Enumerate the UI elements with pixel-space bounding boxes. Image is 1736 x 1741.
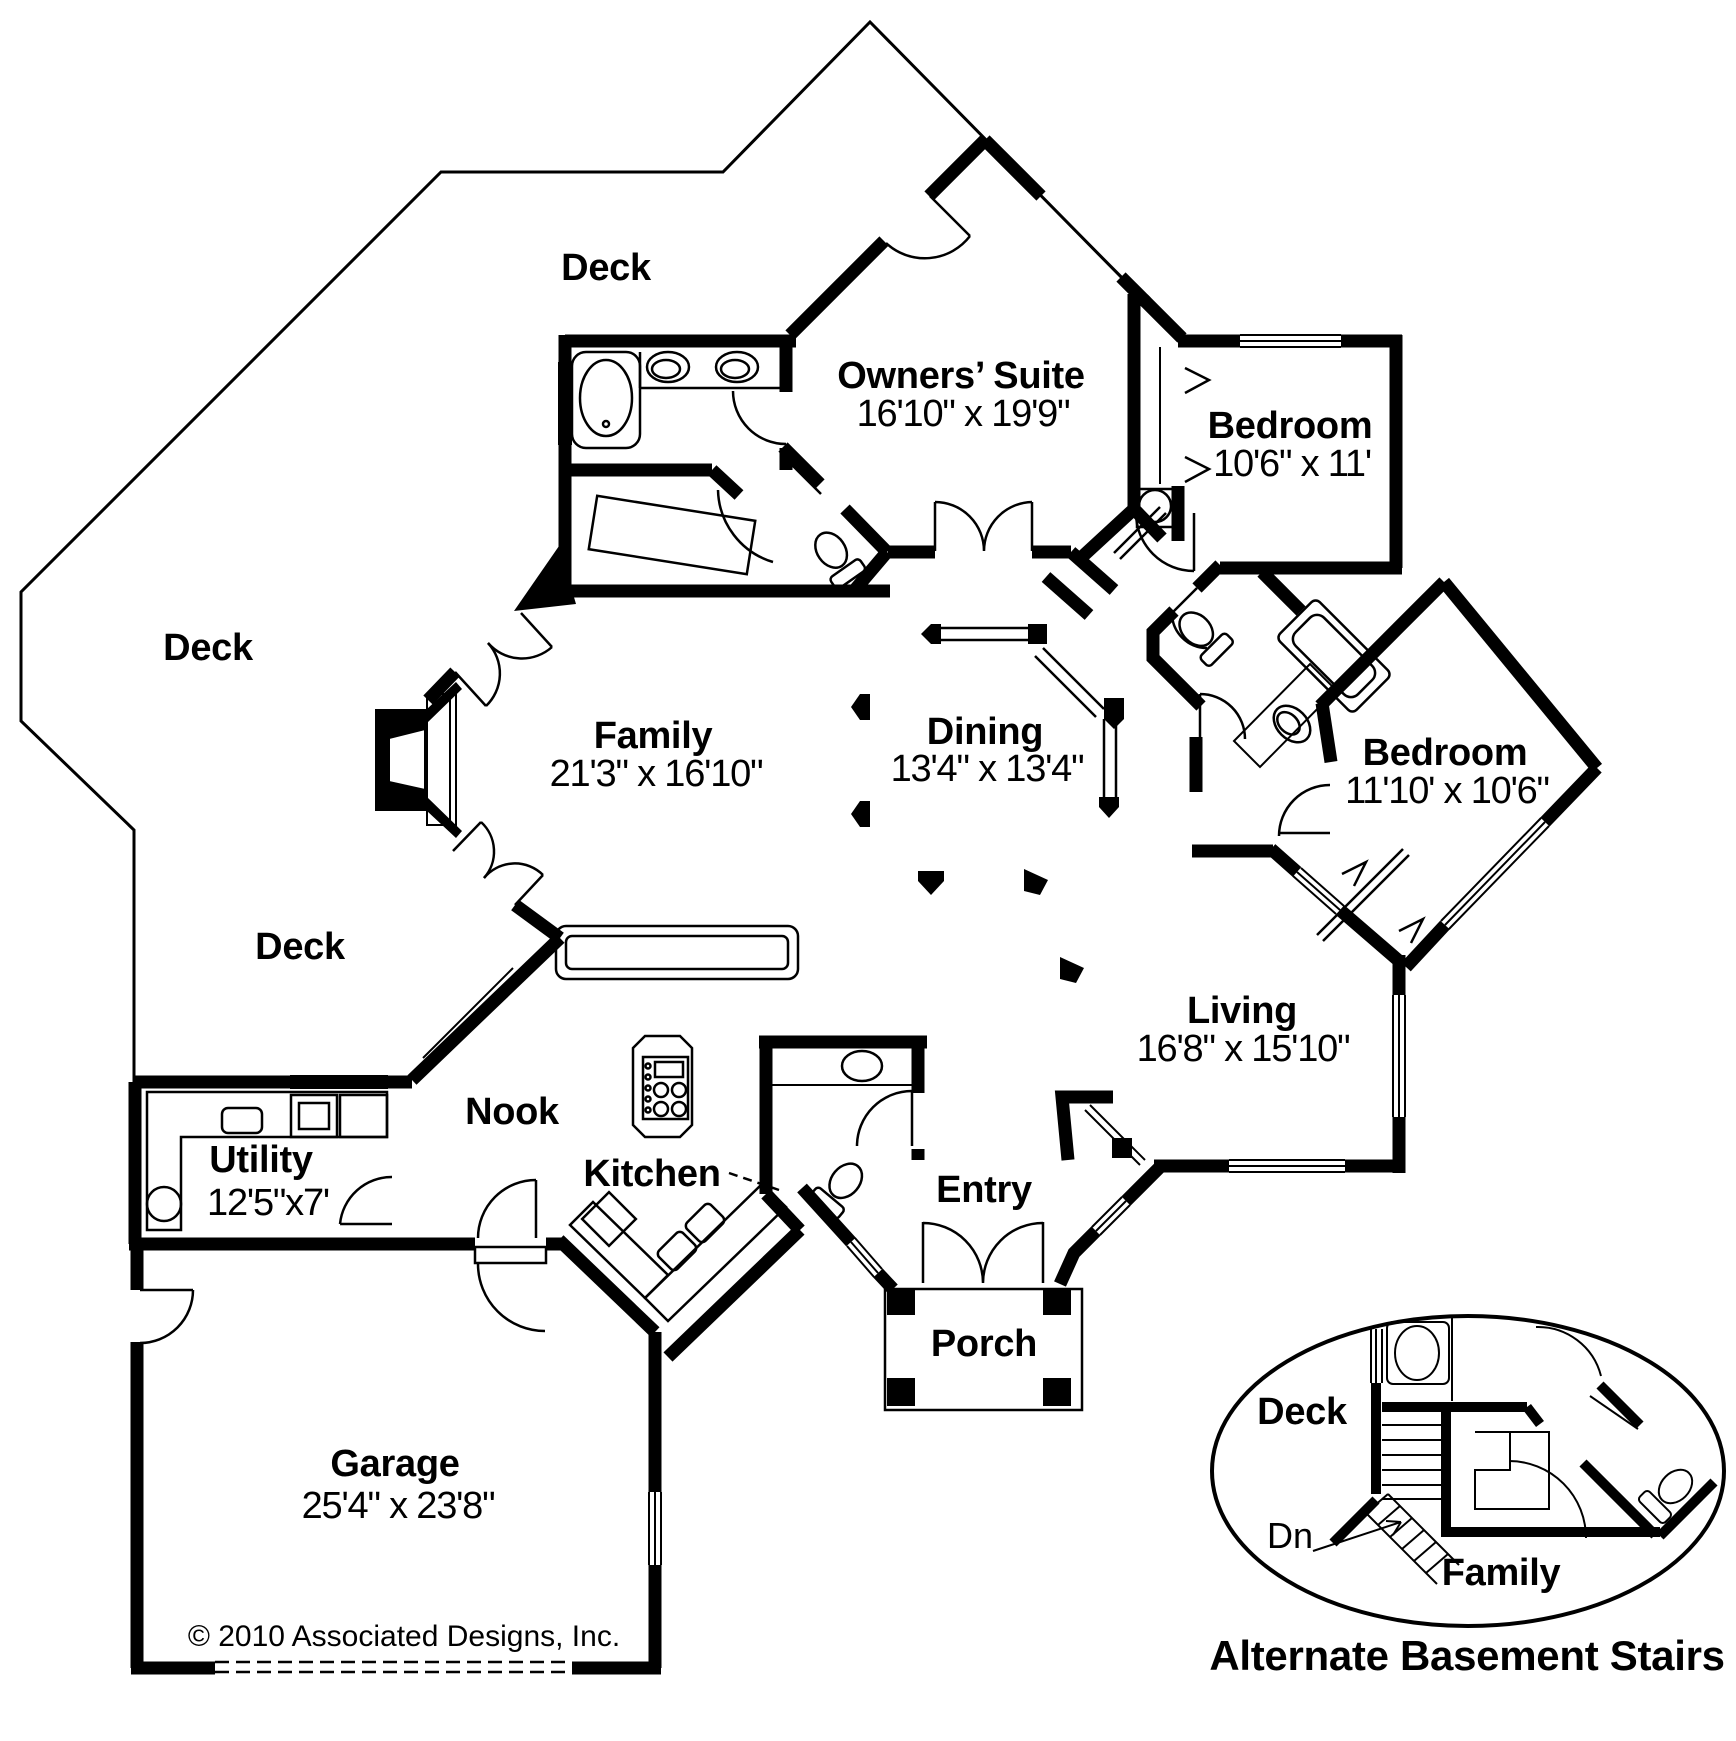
svg-text:Alternate Basement Stairs: Alternate Basement Stairs [1209, 1632, 1724, 1679]
svg-text:Deck: Deck [561, 247, 652, 289]
svg-text:21'3" x 16'10": 21'3" x 16'10" [550, 753, 763, 795]
svg-text:12'5"x7': 12'5"x7' [207, 1182, 329, 1224]
svg-text:Family: Family [1442, 1552, 1561, 1594]
svg-text:Deck: Deck [163, 627, 254, 669]
svg-text:© 2010 Associated Designs, Inc: © 2010 Associated Designs, Inc. [188, 1620, 620, 1653]
svg-text:Deck: Deck [1257, 1391, 1348, 1433]
svg-text:Bedroom: Bedroom [1363, 732, 1528, 774]
svg-text:10'6" x 11': 10'6" x 11' [1213, 443, 1371, 485]
svg-text:16'10" x 19'9": 16'10" x 19'9" [857, 393, 1070, 435]
svg-text:25'4" x 23'8": 25'4" x 23'8" [302, 1485, 495, 1527]
svg-text:Deck: Deck [255, 926, 346, 968]
svg-text:16'8" x 15'10": 16'8" x 15'10" [1137, 1028, 1350, 1070]
svg-text:Living: Living [1187, 990, 1297, 1032]
svg-text:Family: Family [594, 715, 713, 757]
svg-text:Porch: Porch [931, 1323, 1037, 1365]
svg-text:Bedroom: Bedroom [1208, 405, 1373, 447]
svg-text:11'10' x 10'6": 11'10' x 10'6" [1345, 770, 1549, 812]
svg-text:Dining: Dining [927, 711, 1043, 753]
svg-text:Entry: Entry [936, 1169, 1032, 1211]
svg-text:Utility: Utility [209, 1139, 313, 1181]
svg-text:13'4" x 13'4": 13'4" x 13'4" [891, 748, 1084, 790]
svg-text:Garage: Garage [330, 1443, 459, 1485]
svg-text:Owners’ Suite: Owners’ Suite [837, 355, 1084, 397]
svg-text:Nook: Nook [465, 1091, 560, 1133]
svg-text:Kitchen: Kitchen [583, 1153, 720, 1195]
svg-text:Dn: Dn [1267, 1515, 1313, 1556]
